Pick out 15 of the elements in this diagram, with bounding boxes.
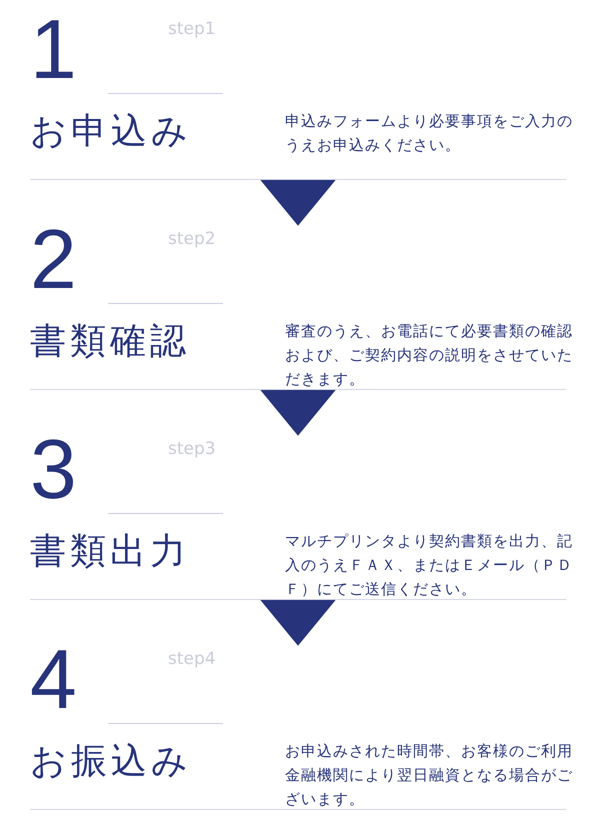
step-number: 4 [30, 637, 77, 721]
step-number: 3 [30, 427, 77, 511]
step-title: お申込み [30, 110, 192, 154]
down-arrow [260, 390, 336, 436]
step-description: 審査のうえ、お電話にて必要書類の確認および、ご契約内容の説明をさせていただきます。 [285, 321, 574, 390]
down-arrow [260, 600, 336, 646]
step-description: お申込みされた時間帯、お客様のご利用金融機関により翌日融資となる場合がございます。 [285, 741, 574, 810]
down-arrow [260, 180, 336, 226]
step-title: 書類出力 [30, 530, 190, 574]
step-description: マルチプリンタより契約書類を出力、記入のうえＦＡＸ、またはＥメール（ＰＤＦ）にてご送信ください。 [285, 531, 574, 600]
step-title: 書類確認 [30, 320, 190, 364]
step-number: 2 [30, 217, 77, 301]
step-description: 申込みフォームより必要事項をご入力のうえお申込みください。 [285, 111, 574, 156]
step-number: 1 [30, 7, 77, 91]
step-title: お振込み [30, 740, 192, 784]
